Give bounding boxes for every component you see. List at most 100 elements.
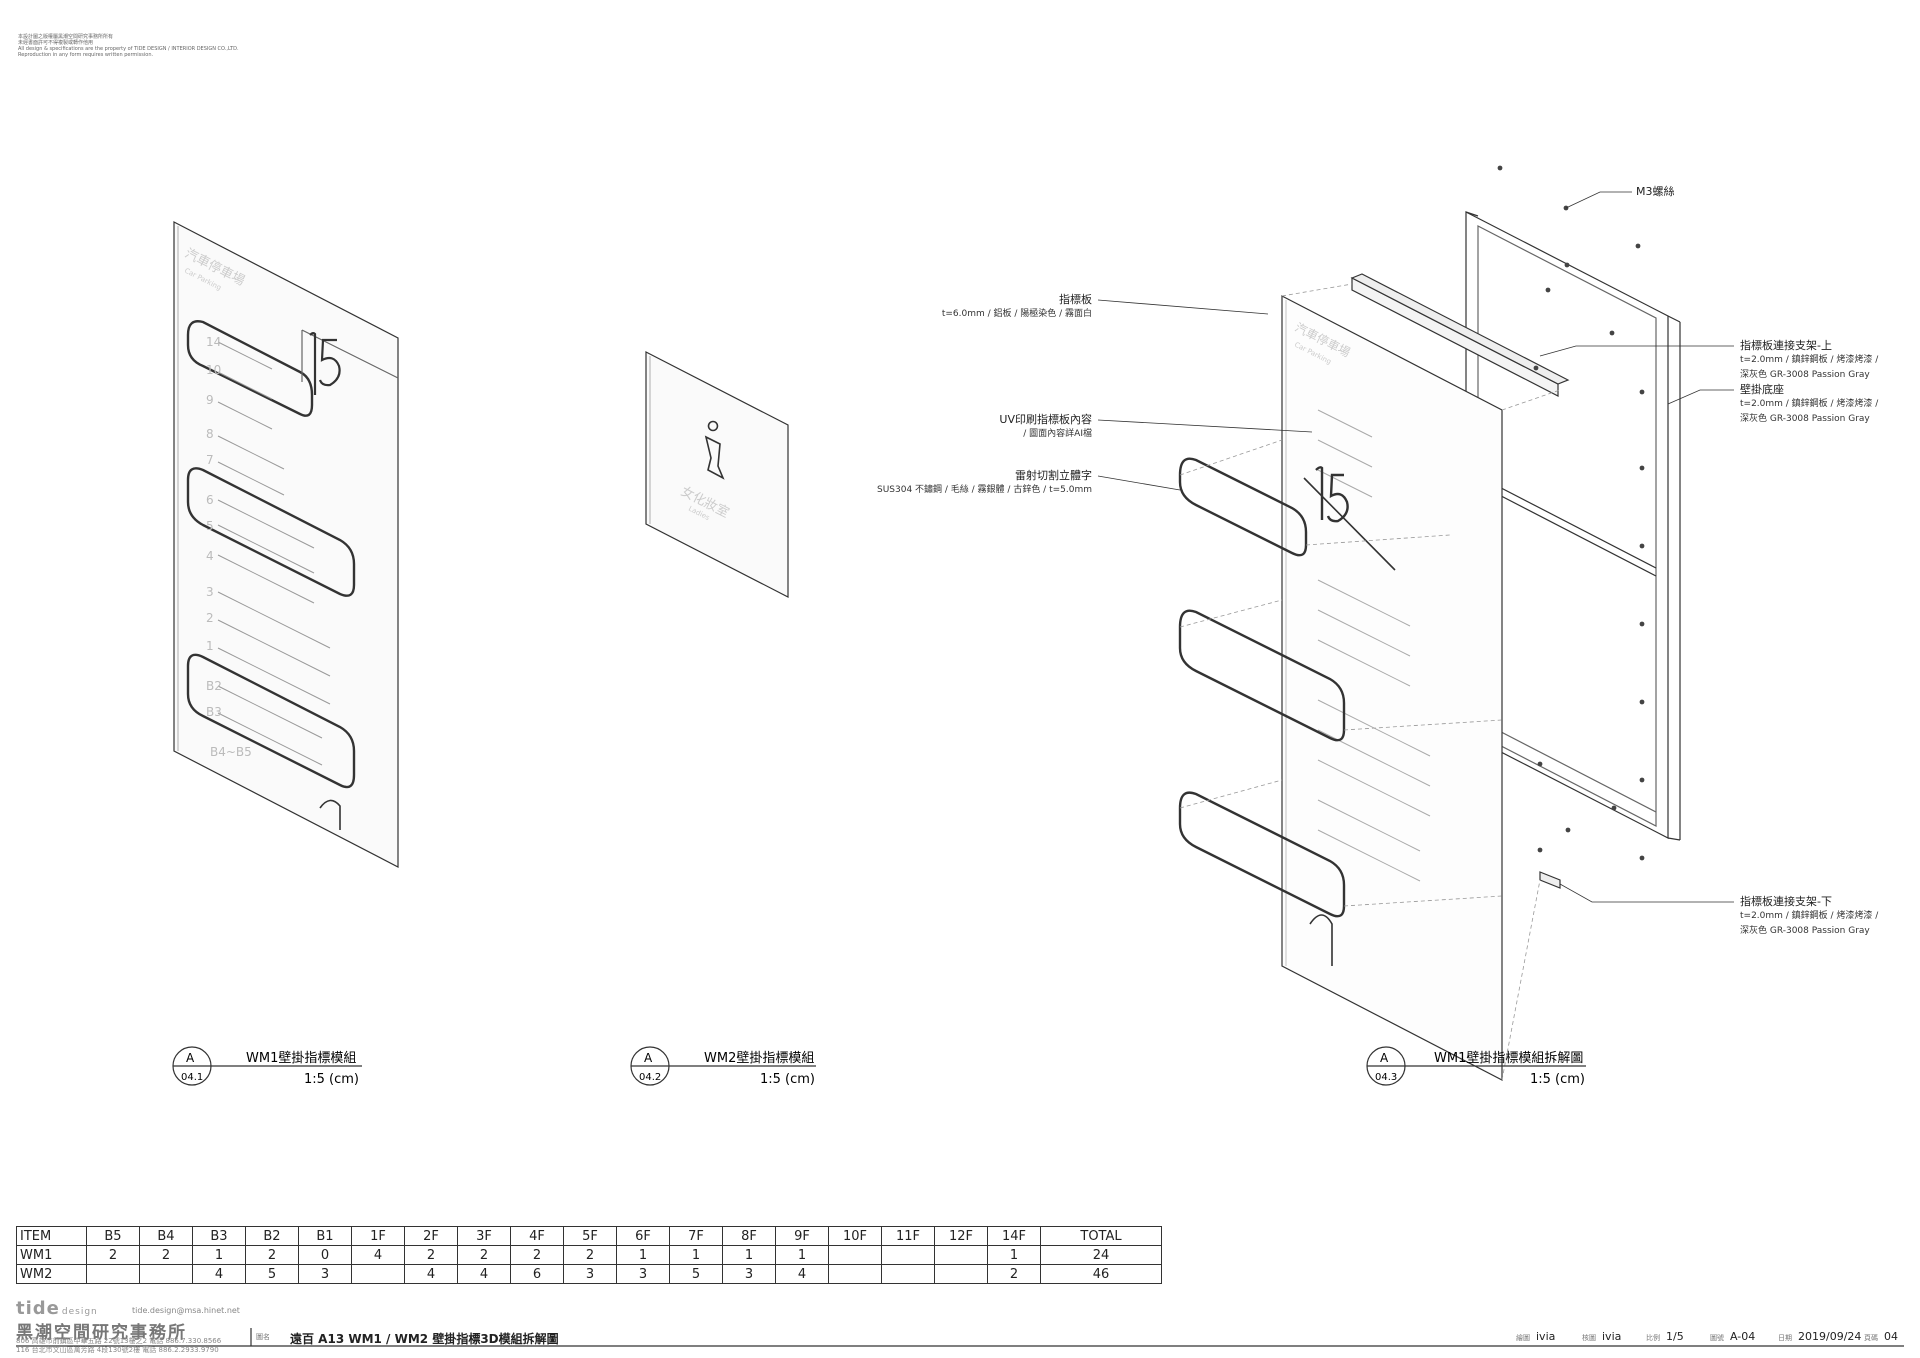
- drawing-1-name: WM1壁掛指標模組: [246, 1051, 356, 1066]
- table-cell: [351, 1264, 405, 1284]
- table-header-cell: ITEM: [16, 1226, 87, 1246]
- table-cell: 2: [404, 1245, 458, 1265]
- callout-uv-print-sub: / 圖面內容詳AI檔: [1023, 429, 1092, 439]
- table-cell: 1: [192, 1245, 246, 1265]
- callout-bracket-bottom: 指標板連接支架-下 t=2.0mm / 鎮鋅鋼板 / 烤漆烤漆 / 深灰色 GR…: [1740, 894, 1878, 939]
- callout-wall-base: 壁掛底座 t=2.0mm / 鎮鋅鋼板 / 烤漆烤漆 / 深灰色 GR-3008…: [1740, 382, 1878, 427]
- table-cell: 2: [510, 1245, 564, 1265]
- drawing-3-name: WM1壁掛指標模組拆解圖: [1434, 1051, 1583, 1066]
- header-note-3: All design & specifications are the prop…: [18, 46, 239, 52]
- callout-bracket-bottom-title: 指標板連接支架-下: [1740, 895, 1832, 908]
- callout-bracket-top-title: 指標板連接支架-上: [1740, 339, 1832, 352]
- table-cell: 2: [86, 1245, 140, 1265]
- callout-laser-cut-title: 雷射切割立體字: [1015, 469, 1092, 482]
- date-label: 日期: [1778, 1334, 1792, 1342]
- firm-brand: tide: [16, 1298, 60, 1319]
- floor-number: 2: [206, 611, 214, 625]
- drawing-title: 遠百 A13 WM1 / WM2 壁掛指標3D模組拆解圖: [290, 1332, 559, 1346]
- wm1-floor-numbers: 14 10 9 8 7 6 5 4 3 2 1 B2 B3 B4~B5: [206, 335, 252, 759]
- table-header-cell: 8F: [722, 1226, 776, 1246]
- table-cell: [86, 1264, 140, 1284]
- checked-by: 核圖 ivia: [1582, 1330, 1621, 1343]
- floor-number: 3: [206, 585, 214, 599]
- checked-by-label: 核圖: [1582, 1334, 1596, 1342]
- table-header-row: ITEM B5 B4 B3 B2 B1 1F 2F 3F 4F 5F 6F 7F…: [16, 1226, 1162, 1246]
- header-note-4: Reproduction in any form requires writte…: [18, 52, 154, 58]
- table-cell: 1: [722, 1245, 776, 1265]
- table-header-cell: 5F: [563, 1226, 617, 1246]
- callout-bracket-top-l1: t=2.0mm / 鎮鋅鋼板 / 烤漆烤漆 /: [1740, 355, 1879, 365]
- floor-number: 9: [206, 393, 214, 407]
- table-header-cell: 12F: [934, 1226, 988, 1246]
- drawing-2-letter: A: [644, 1051, 653, 1065]
- drawing-number-value: A-04: [1730, 1330, 1756, 1343]
- table-header-cell: B1: [298, 1226, 352, 1246]
- table-cell: [934, 1245, 988, 1265]
- drawing-marker-2: [630, 1046, 816, 1086]
- scale-value: 1/5: [1666, 1330, 1684, 1343]
- table-cell: 1: [775, 1245, 829, 1265]
- drawing-3-ref: 04.3: [1375, 1072, 1397, 1083]
- drawing-number: 圖號 A-04: [1710, 1330, 1755, 1343]
- floor-number: 1: [206, 639, 214, 653]
- leader-lines: [1097, 191, 1734, 903]
- drawn-by-value: ivia: [1536, 1330, 1556, 1343]
- table-header-cell: 9F: [775, 1226, 829, 1246]
- table-header-cell: B4: [139, 1226, 193, 1246]
- callout-laser-cut: 雷射切割立體字 SUS304 不鏽鋼 / 毛絲 / 霧銀體 / 古鋅色 / t=…: [877, 468, 1092, 498]
- firm-address-1: 806 高雄市前鎮區中華五路 22號13樓之2 電話 886.7.330.856…: [16, 1337, 222, 1345]
- table-cell: 3: [563, 1264, 617, 1284]
- drawing-marker-1: [172, 1046, 362, 1086]
- callout-wall-base-title: 壁掛底座: [1740, 383, 1784, 396]
- table-cell: 1: [669, 1245, 723, 1265]
- table-cell: 3: [616, 1264, 670, 1284]
- floor-number: 8: [206, 427, 214, 441]
- table-cell: 4: [351, 1245, 405, 1265]
- callout-uv-print-title: UV印刷指標板內容: [999, 413, 1092, 426]
- checked-by-value: ivia: [1602, 1330, 1622, 1343]
- table-header-cell: TOTAL: [1040, 1226, 1162, 1246]
- table-header-cell: 10F: [828, 1226, 882, 1246]
- drawing-marker-3: [1366, 1046, 1586, 1086]
- drawing-2-name: WM2壁掛指標模組: [704, 1051, 814, 1066]
- table-cell: WM2: [16, 1264, 87, 1284]
- table-header-cell: 7F: [669, 1226, 723, 1246]
- table-header-cell: B5: [86, 1226, 140, 1246]
- header-note-1: 本設計圖之版權屬黑潮空間研究事務所所有: [18, 34, 114, 40]
- callout-sign-board-sub: t=6.0mm / 鋁板 / 陽極染色 / 霧面白: [941, 309, 1092, 319]
- bottom-bracket: [1539, 871, 1561, 889]
- exploded-b5-letters: [1303, 466, 1396, 571]
- top-bracket: [1350, 273, 1570, 397]
- drawing-3-scale: 1:5 (cm): [1530, 1072, 1585, 1087]
- page-number-value: 04: [1884, 1330, 1898, 1343]
- callout-m3-screw: M3螺絲: [1636, 185, 1675, 198]
- table-cell: 1: [987, 1245, 1041, 1265]
- table-cell: 4: [404, 1264, 458, 1284]
- callout-bracket-top-l2: 深灰色 GR-3008 Passion Gray: [1740, 370, 1870, 380]
- table-cell: 1: [616, 1245, 670, 1265]
- firm-email: tide.design@msa.hinet.net: [132, 1306, 240, 1315]
- table-cell: [934, 1264, 988, 1284]
- table-cell: 0: [298, 1245, 352, 1265]
- callout-sign-board: 指標板 t=6.0mm / 鋁板 / 陽極染色 / 霧面白: [942, 292, 1092, 322]
- table-header-cell: 4F: [510, 1226, 564, 1246]
- table-cell: 2: [245, 1245, 299, 1265]
- drawing-2-scale: 1:5 (cm): [760, 1072, 815, 1087]
- callout-bracket-bottom-l1: t=2.0mm / 鎮鋅鋼板 / 烤漆烤漆 /: [1740, 911, 1879, 921]
- floor-number: 6: [206, 493, 214, 507]
- quantity-table: ITEM B5 B4 B3 B2 B1 1F 2F 3F 4F 5F 6F 7F…: [16, 1226, 1162, 1284]
- table-header-cell: B2: [245, 1226, 299, 1246]
- floor-number: 10: [206, 363, 221, 377]
- table-cell: [139, 1264, 193, 1284]
- floor-number: 5: [206, 519, 214, 533]
- table-header-cell: 6F: [616, 1226, 670, 1246]
- wm1-sign-panel: [173, 221, 399, 868]
- table-header-cell: 1F: [351, 1226, 405, 1246]
- table-cell: 2: [457, 1245, 511, 1265]
- table-cell: 5: [245, 1264, 299, 1284]
- drawing-number-label: 圖號: [1710, 1334, 1724, 1342]
- callout-wall-base-l2: 深灰色 GR-3008 Passion Gray: [1740, 414, 1870, 424]
- table-header-cell: 3F: [457, 1226, 511, 1246]
